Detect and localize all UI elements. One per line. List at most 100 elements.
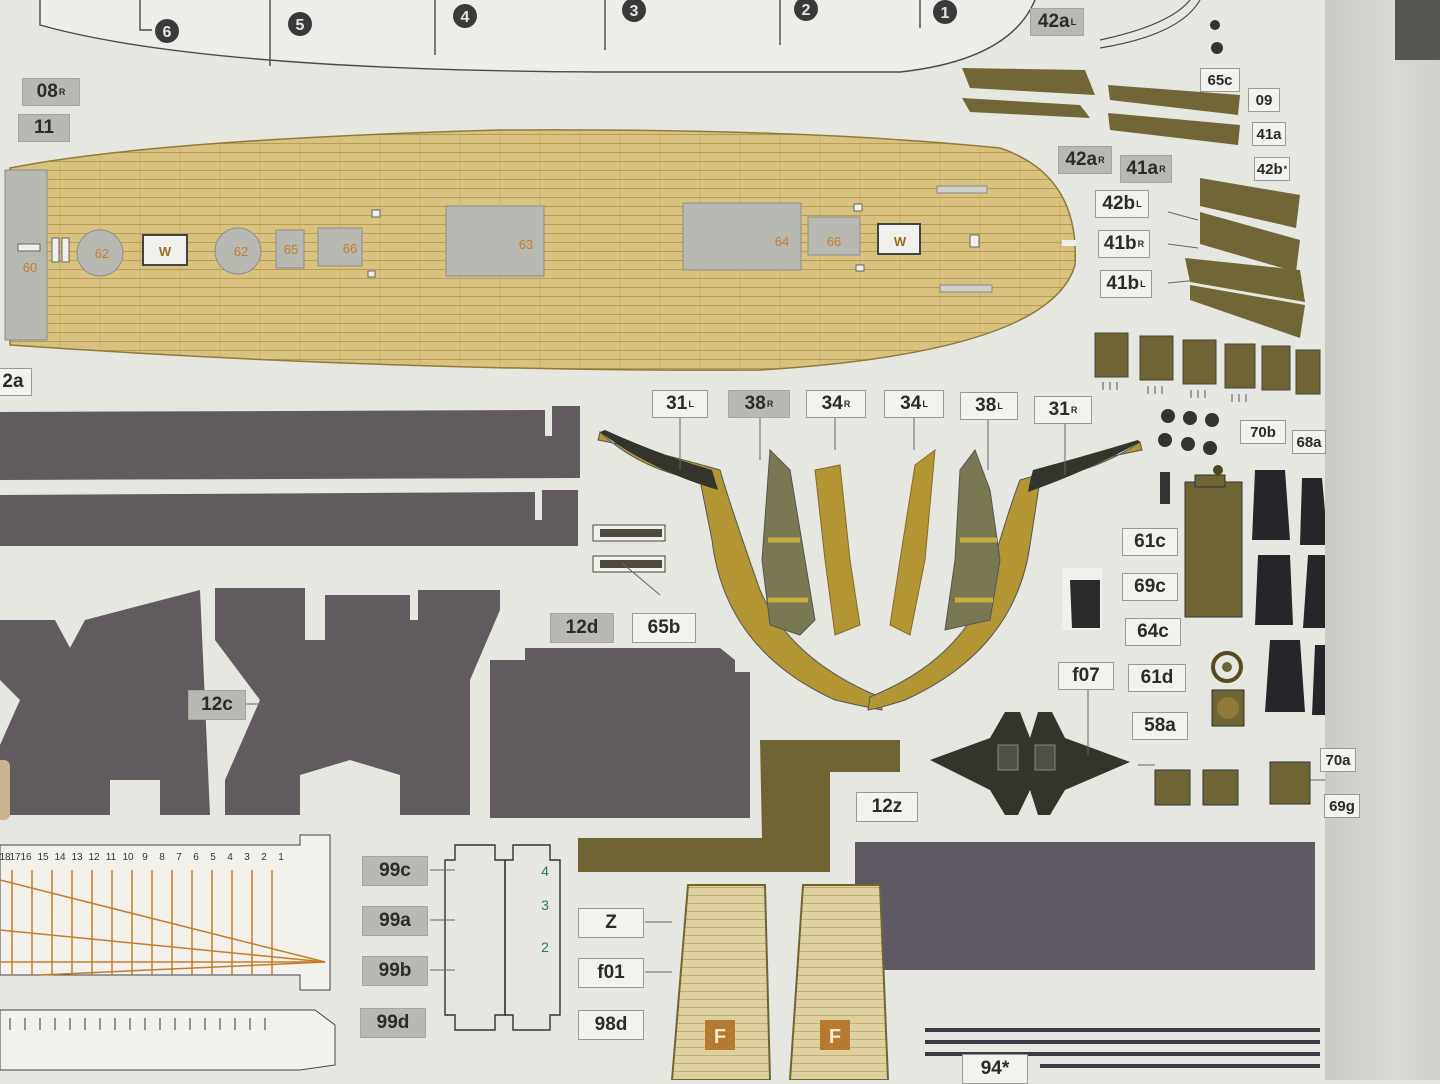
part-label-65b: 65b [632,613,696,643]
station-4: 4 [461,9,470,26]
part-label-12c: 12c [188,690,246,720]
svg-text:1: 1 [278,852,284,863]
part-label-12d: 12d [550,613,614,643]
dark-panels [1252,470,1340,715]
svg-text:5: 5 [210,852,216,863]
part-label-69c: 69c [1122,573,1178,601]
page-edge-shadow [1325,0,1440,1080]
part-label-f07: f07 [1058,662,1114,690]
part-label-99c: 99c [362,856,428,886]
part-label-69g: 69g [1324,794,1360,818]
dark-corner [1395,0,1440,60]
deck-mark-63: 63 [519,237,533,252]
svg-text:13: 13 [71,852,83,863]
part-label-70a: 70a [1320,748,1356,772]
svg-text:15: 15 [37,852,49,863]
hatch-letter-1: F [714,1026,726,1048]
slat-num-2: 2 [541,939,549,955]
part-label-41a: 41a [1252,122,1286,146]
svg-text:8: 8 [159,852,165,863]
station-3: 3 [630,3,639,20]
slat-num-3: 3 [541,897,549,913]
slat-num-4: 4 [541,863,549,879]
svg-text:9: 9 [142,852,148,863]
hull-outline-group [39,0,1201,73]
dark-plate [855,842,1315,970]
svg-text:12: 12 [88,852,100,863]
svg-text:16: 16 [20,852,32,863]
part-label-64c: 64c [1125,618,1181,646]
stern-piece [930,712,1130,815]
deck-mark-62b: 62 [234,244,248,259]
part-label-70b: 70b [1240,420,1286,444]
hull-outline [39,0,1036,73]
deck-mark-w2: W [894,234,907,249]
part-label-Z: Z [578,908,644,938]
part-label-f01: f01 [578,958,644,988]
part-label-98d: 98d [578,1010,644,1040]
deck-mark-60: 60 [23,260,37,275]
keel-strips [0,406,580,546]
part-label-11: 11 [18,114,70,142]
svg-text:14: 14 [54,852,66,863]
part-label-2a: 2a [0,368,32,396]
station-1: 1 [941,5,950,22]
part-label-12z: 12z [856,792,918,822]
hatch-letter-2: F [829,1026,841,1048]
small-blocks-row [1094,332,1321,402]
bow-pieces [597,430,1143,711]
strips-65b [592,524,666,573]
part-label-68a: 68a [1292,430,1326,454]
olive-strips-top [962,20,1305,338]
part-label-94star: 94* [962,1054,1028,1084]
station-markers: 6 5 4 3 2 1 [155,0,957,43]
frame-parts [0,588,750,818]
deck-mark-62a: 62 [95,246,109,261]
svg-text:4: 4 [227,852,233,863]
svg-text:10: 10 [122,852,134,863]
main-deck-part [4,129,1077,371]
station-6: 6 [163,24,172,41]
part-label-09: 09 [1248,88,1280,112]
station-2: 2 [802,2,811,19]
svg-text:18: 18 [0,852,11,863]
round-parts [1062,409,1311,806]
svg-text:7: 7 [176,852,182,863]
part-label-99a: 99a [362,906,428,936]
part-label-99b: 99b [362,956,428,986]
finger-edge [0,760,10,820]
part-label-42b-star: 42b* [1254,157,1290,181]
part-label-99d: 99d [360,1008,426,1038]
part-label-58a: 58a [1132,712,1188,740]
hatch-pieces: F F [670,884,890,1080]
part-label-61d: 61d [1128,664,1186,692]
leader-lines [245,211,1325,973]
deck-mark-66a: 66 [343,241,357,256]
svg-text:3: 3 [244,852,250,863]
part-label-65c: 65c [1200,68,1240,92]
part-label-61c: 61c [1122,528,1178,556]
svg-text:17: 17 [9,852,21,863]
deck-mark-65: 65 [284,242,298,257]
svg-text:2: 2 [261,852,267,863]
deck-mark-64: 64 [775,234,789,249]
ruler-part [0,834,331,991]
ruler-numbers: 1 2 3 4 5 6 7 8 9 10 11 12 13 14 15 16 1… [0,852,284,863]
svg-text:11: 11 [106,852,117,863]
rail-lines [925,1028,1320,1068]
slat-frames [444,844,561,1031]
deck-mark-w1: W [159,244,172,259]
